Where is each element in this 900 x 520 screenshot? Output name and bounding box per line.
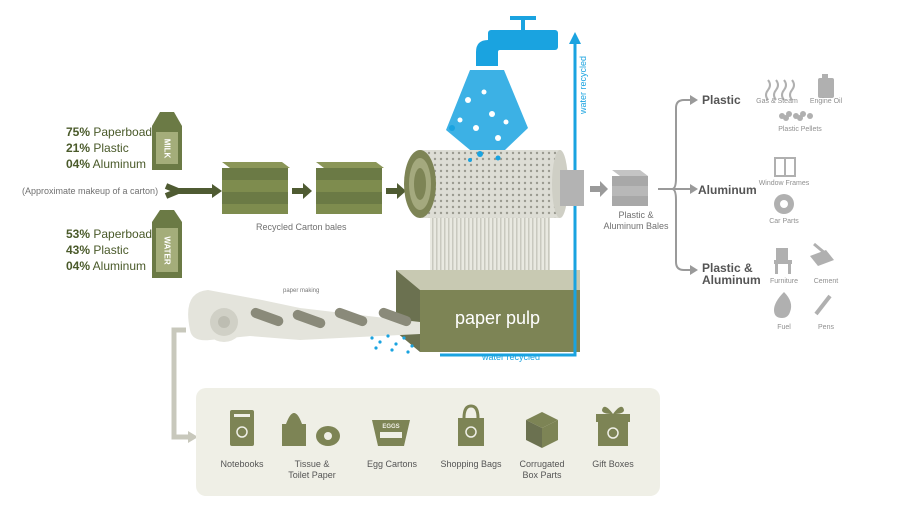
pulper-drum — [404, 150, 568, 218]
carton1-composition: 75% Paperboad 21% Plastic 04% Aluminum — [52, 124, 152, 172]
box-icon — [526, 412, 558, 448]
output-plastic-title: Plastic — [702, 93, 741, 107]
composition-row: 53% Paperboad — [65, 227, 153, 241]
pellets-icon — [779, 111, 813, 121]
engine-oil-icon — [818, 74, 834, 98]
products-connector — [171, 327, 198, 443]
product-label-corrugated: Corrugated Box Parts — [519, 459, 565, 480]
gift-box-icon — [596, 406, 630, 446]
composition-row: 43% Plastic — [65, 243, 129, 257]
branch-arrows — [658, 99, 692, 271]
tissue-icon — [282, 413, 340, 446]
shopping-bag-icon — [458, 404, 484, 446]
car-part-icon — [774, 194, 794, 214]
output-item-label: Window Frames — [758, 180, 810, 187]
water-carton-label: WATER — [162, 236, 172, 265]
water-faucet — [440, 16, 581, 357]
output-item-label: Pens — [818, 324, 834, 331]
carton2-composition: 53% Paperboad 43% Plastic 04% Aluminum — [52, 226, 152, 274]
output-aluminum-title: Aluminum — [698, 183, 757, 197]
plastic-bales-label: Plastic & Aluminum Bales — [603, 210, 669, 231]
cement-icon — [810, 242, 834, 266]
composition-row: 21% Plastic — [65, 141, 129, 155]
output-item-label: Cement — [813, 278, 839, 285]
water-carton-icon: WATER — [148, 208, 186, 280]
pulp-box — [396, 270, 580, 352]
output-item-label: Car Parts — [769, 218, 799, 225]
product-label-tissue: Tissue & Toilet Paper — [288, 459, 336, 480]
output-item-label: Gas & Steam — [756, 98, 798, 105]
composition-row: 04% Aluminum — [65, 157, 147, 171]
bale-arrow-2 — [386, 183, 406, 199]
water-recycled-bottom-label: water recycled — [482, 352, 541, 362]
paper-making-label: paper making — [283, 288, 320, 294]
output-item-label: Plastic Pellets — [778, 126, 822, 133]
product-label-gift-boxes: Gift Boxes — [592, 459, 634, 469]
carton-bale-1 — [222, 162, 290, 214]
paper-making-line — [188, 290, 420, 354]
bales-label: Recycled Carton bales — [256, 222, 347, 232]
egg-carton-icon: EGGS — [372, 420, 410, 446]
notebook-icon — [230, 410, 254, 446]
steam-icon — [765, 79, 795, 101]
composition-row: 75% Paperboad — [65, 125, 153, 139]
product-label-egg-cartons: Egg Cartons — [366, 459, 418, 469]
input-arrow — [164, 183, 222, 199]
chair-icon — [774, 248, 792, 274]
carton-bale-2 — [316, 162, 384, 214]
output-item-label: Engine Oil — [809, 98, 843, 105]
products-panel — [196, 388, 660, 496]
bale-arrow — [292, 183, 312, 199]
water-recycled-vertical-label: water recycled — [578, 55, 588, 115]
egg-carton-icon-text: EGGS — [382, 424, 399, 430]
milk-carton-label: MILK — [162, 138, 172, 159]
composition-row: 04% Aluminum — [65, 259, 147, 273]
output-plastic-aluminum-title: Plastic & Aluminum — [702, 261, 761, 287]
window-frame-icon — [774, 157, 796, 177]
output-item-label: Furniture — [769, 278, 798, 285]
plastic-bales — [560, 170, 648, 206]
product-label-notebooks: Notebooks — [220, 459, 264, 469]
pen-icon — [814, 294, 832, 316]
milk-carton-icon: MILK — [148, 110, 186, 172]
paper-pulp-label: paper pulp — [455, 308, 541, 328]
output-item-label: Fuel — [777, 324, 791, 331]
makeup-note: (Approximate makeup of a carton) — [22, 186, 159, 196]
product-label-shopping-bags: Shopping Bags — [440, 459, 502, 469]
fuel-icon — [774, 292, 792, 318]
branch-arrowheads — [690, 95, 698, 275]
